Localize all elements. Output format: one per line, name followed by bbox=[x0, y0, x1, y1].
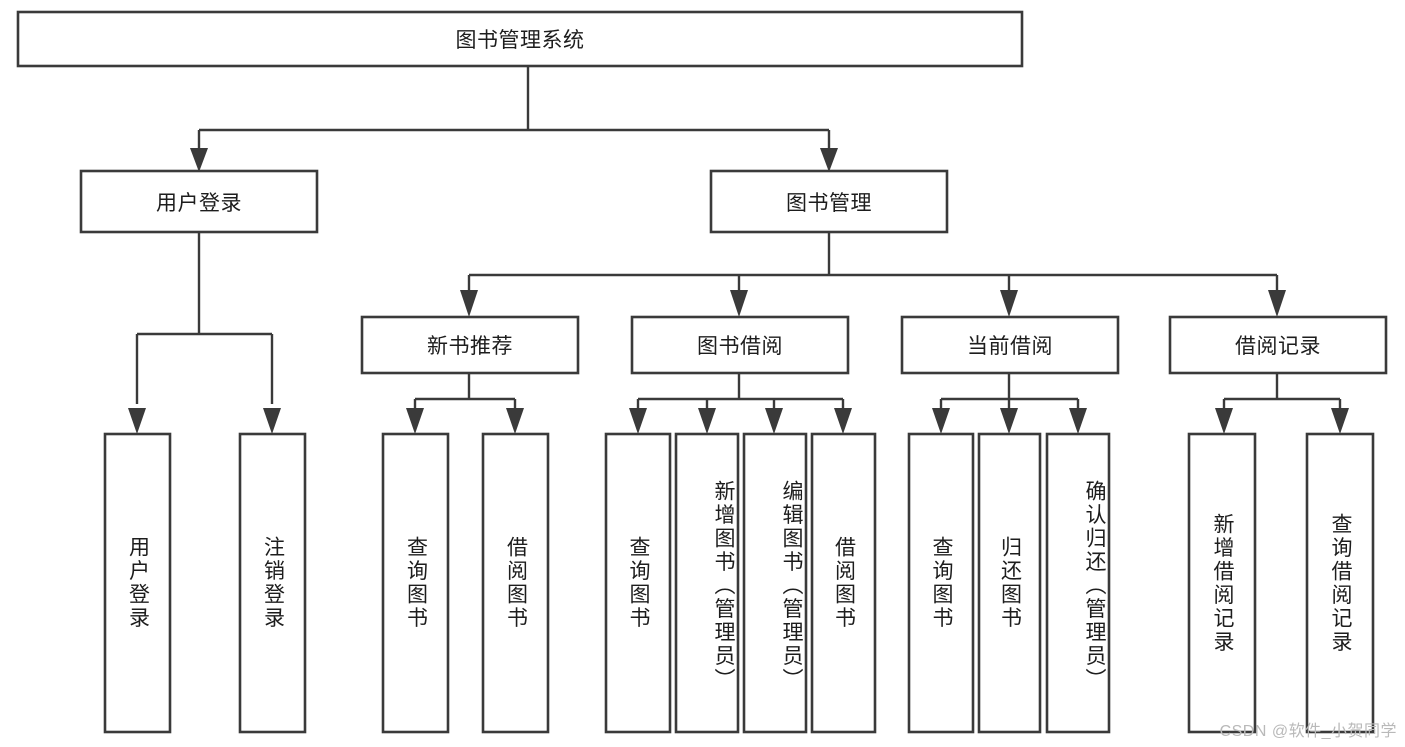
leaf-query-book-2-box[interactable] bbox=[604, 432, 672, 734]
arrow-to-leaf-logout bbox=[263, 408, 281, 434]
arrow-to-book-borrow bbox=[730, 290, 748, 317]
arrow-to-new-book bbox=[460, 290, 478, 317]
connector-new-book-to-leaves bbox=[413, 373, 517, 409]
arrow-to-borrow-record bbox=[1268, 290, 1286, 317]
leaf-add-record-box[interactable] bbox=[1187, 432, 1257, 734]
node-book-management-box[interactable] bbox=[709, 169, 949, 234]
arrow-to-leaf-add-record bbox=[1215, 408, 1233, 434]
leaf-confirm-return-box[interactable] bbox=[1045, 432, 1111, 734]
connector-current-borrow-to-leaves bbox=[939, 373, 1080, 409]
leaf-borrow-book-1-box[interactable] bbox=[481, 432, 550, 734]
arrow-to-leaf-query-book-2 bbox=[629, 408, 647, 434]
arrow-to-leaf-confirm-return bbox=[1069, 408, 1087, 434]
arrow-to-leaf-return-book bbox=[1000, 408, 1018, 434]
node-book-borrow-box[interactable] bbox=[630, 315, 850, 375]
arrow-to-book-management bbox=[820, 148, 838, 172]
node-root-box[interactable] bbox=[16, 10, 1024, 68]
arrow-to-leaf-add-book bbox=[698, 408, 716, 434]
leaf-add-book-box[interactable] bbox=[674, 432, 740, 734]
arrow-to-current-borrow bbox=[1000, 290, 1018, 317]
node-current-borrow-box[interactable] bbox=[900, 315, 1120, 375]
leaf-query-book-3-box[interactable] bbox=[907, 432, 975, 734]
arrow-to-user-login bbox=[190, 148, 208, 172]
arrow-to-leaf-query-book-3 bbox=[932, 408, 950, 434]
connector-root-to-level1 bbox=[197, 66, 831, 158]
arrow-to-leaf-query-record bbox=[1331, 408, 1349, 434]
node-new-book-box[interactable] bbox=[360, 315, 580, 375]
node-borrow-record-box[interactable] bbox=[1168, 315, 1388, 375]
arrow-to-leaf-user-login bbox=[128, 408, 146, 434]
arrow-to-leaf-borrow-book-1 bbox=[506, 408, 524, 434]
arrow-to-leaf-borrow-book-2 bbox=[834, 408, 852, 434]
leaf-user-login-box[interactable] bbox=[103, 432, 172, 734]
arrow-to-leaf-query-book-1 bbox=[406, 408, 424, 434]
leaf-edit-book-box[interactable] bbox=[742, 432, 808, 734]
connector-book-borrow-to-leaves bbox=[636, 373, 845, 409]
node-user-login-box[interactable] bbox=[79, 169, 319, 234]
leaf-return-book-box[interactable] bbox=[977, 432, 1042, 734]
leaf-borrow-book-2-box[interactable] bbox=[810, 432, 877, 734]
leaf-query-book-1-box[interactable] bbox=[381, 432, 450, 734]
arrow-to-leaf-edit-book bbox=[765, 408, 783, 434]
connector-borrow-record-to-leaves bbox=[1222, 373, 1342, 409]
connector-book-management-to-level2 bbox=[467, 232, 1279, 292]
leaf-logout-box[interactable] bbox=[238, 432, 307, 734]
connector-user-login-to-leaves bbox=[135, 232, 274, 404]
watermark-text: CSDN @软件_小贺同学 bbox=[1219, 723, 1397, 740]
leaf-query-record-box[interactable] bbox=[1305, 432, 1375, 734]
